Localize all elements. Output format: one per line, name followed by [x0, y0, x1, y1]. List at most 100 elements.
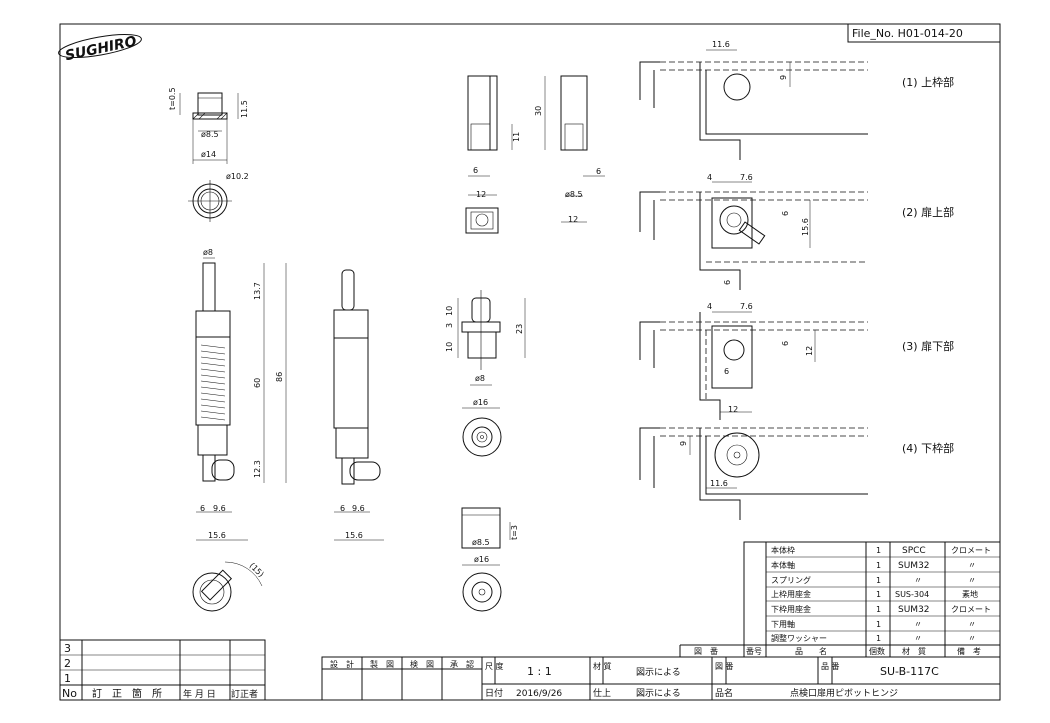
revision-header-no: No	[62, 687, 77, 700]
part-name: 本体軸	[771, 560, 795, 570]
revision-row-1: 1	[64, 672, 71, 685]
dim-v3-7-6: 7.6	[740, 302, 753, 311]
view-4-label: (4) 下枠部	[902, 441, 954, 455]
title-block	[321, 656, 1001, 701]
parts-table	[679, 541, 1001, 658]
title-draw: 製 図	[370, 659, 394, 669]
title-material-value: 図示による	[636, 667, 681, 678]
dim-v3-12: 12	[805, 346, 814, 356]
pin-assembly-section	[195, 257, 287, 541]
title-date-label: 日付	[485, 688, 503, 699]
title-scale-value: 1 : 1	[527, 665, 552, 678]
title-product-no-value: SU-B-117C	[880, 665, 939, 678]
part-qty: 1	[876, 634, 881, 643]
part-name: 調整ワッシャー	[771, 633, 827, 643]
view-3-label: (3) 扉下部	[902, 339, 954, 353]
dim-v2-6b: 6	[723, 280, 732, 285]
title-drawing-no-label: 図 番	[715, 661, 734, 671]
title-scale-label: 尺 度	[485, 661, 504, 671]
washer-section	[461, 507, 511, 566]
parts-row: 調整ワッシャー 1 〃 〃	[771, 633, 976, 643]
parts-row: 本体枠 1 SPCC クロメート	[771, 545, 991, 556]
title-material-label: 材 質	[593, 661, 612, 671]
dim-pin-6: 6	[200, 504, 205, 513]
view-1-label: (1) 上枠部	[902, 75, 954, 89]
file-no: File_No. H01-014-20	[852, 27, 963, 40]
parts-row: 上枠用座金 1 SUS-304 素地	[771, 589, 978, 599]
part-material: 〃	[914, 634, 922, 643]
revision-header-location: 訂 正 箇 所	[92, 687, 162, 700]
dim-v3-6: 6	[781, 341, 790, 346]
dim-wash-d85: ø8.5	[472, 538, 490, 547]
parts-header-material: 材 質	[902, 646, 926, 656]
dim-pin2-9-6: 9.6	[352, 504, 365, 513]
dim-pin-86: 86	[275, 372, 284, 382]
dim-v3-6b: 6	[724, 367, 729, 376]
logo-text: SUGHIRO	[64, 33, 138, 64]
parts-row: 本体軸 1 SUM32 〃	[771, 560, 976, 571]
part-qty: 1	[876, 561, 881, 570]
dim-block-6: 6	[473, 166, 478, 175]
part-note: 〃	[968, 561, 976, 570]
part-note: 素地	[962, 589, 978, 599]
title-product-name-value: 点検口扉用ピボットヒンジ	[790, 687, 898, 699]
install-view-1	[639, 49, 868, 160]
part-qty: 1	[876, 605, 881, 614]
part-material: SPCC	[902, 546, 926, 556]
dim-wash-d16: ø16	[474, 555, 489, 564]
part-material: SUM32	[898, 561, 930, 571]
title-finish-value: 図示による	[636, 688, 681, 699]
dim-v1-9: 9	[779, 75, 788, 80]
title-design: 設 計	[330, 659, 354, 669]
cap-plan-view	[188, 180, 232, 222]
dim-block2-d: ø8.5	[565, 190, 583, 199]
dim-pin-9-6: 9.6	[213, 504, 226, 513]
dim-block-h: 30	[534, 106, 543, 116]
title-product-name-label: 品名	[715, 687, 733, 699]
revision-table	[59, 639, 266, 701]
revision-row-2: 2	[64, 657, 71, 670]
install-view-2	[639, 181, 868, 290]
part-note: 〃	[968, 576, 976, 585]
dim-wash-t: t=3	[510, 525, 519, 540]
parts-row: 下用軸 1 〃 〃	[771, 619, 976, 629]
title-product-no-label: 品 番	[821, 661, 840, 671]
bushing-plan	[462, 417, 502, 457]
dim-v2-7-6: 7.6	[740, 173, 753, 182]
part-name: 下枠用座金	[771, 604, 811, 614]
pin-assembly-outline	[333, 269, 384, 541]
cap-side-view	[179, 92, 239, 164]
dim-cap-plan-d: ø10.2	[226, 172, 249, 181]
washer-plan	[462, 572, 502, 612]
dim-block2-6: 6	[596, 167, 601, 176]
parts-header-qty: 個数	[869, 646, 885, 656]
dim-pin2-6: 6	[340, 504, 345, 513]
drawing-frame	[59, 23, 1001, 701]
sushiro-logo: SUGHIRO	[58, 33, 142, 64]
part-name: スプリング	[771, 575, 811, 585]
dim-angle-15: (15)	[248, 561, 266, 579]
dim-block2-12: 12	[568, 215, 578, 224]
part-note: クロメート	[951, 546, 991, 555]
install-view-4	[639, 427, 868, 520]
part-material: 〃	[914, 576, 922, 585]
dim-bush-10: 10	[445, 306, 454, 316]
dim-v4-9: 9	[679, 441, 688, 446]
dim-v2-6: 6	[781, 211, 790, 216]
dim-v2-4: 4	[707, 173, 712, 182]
title-approve: 承 認	[450, 659, 474, 669]
parts-header-drawing: 図 番	[694, 646, 718, 656]
title-finish-label: 仕上	[593, 687, 611, 699]
parts-header-no: 番号	[746, 646, 762, 656]
dim-pin-60: 60	[253, 378, 262, 388]
install-view-3	[639, 311, 868, 420]
part-note: 〃	[968, 620, 976, 629]
frame-block-plan	[465, 207, 499, 234]
part-qty: 1	[876, 576, 881, 585]
dim-block-12: 12	[476, 190, 486, 199]
dim-v3-4: 4	[707, 302, 712, 311]
parts-row: 下枠用座金 1 SUM32 クロメート	[771, 604, 991, 615]
part-qty: 1	[876, 590, 881, 599]
dim-v4-11-6: 11.6	[710, 479, 728, 488]
